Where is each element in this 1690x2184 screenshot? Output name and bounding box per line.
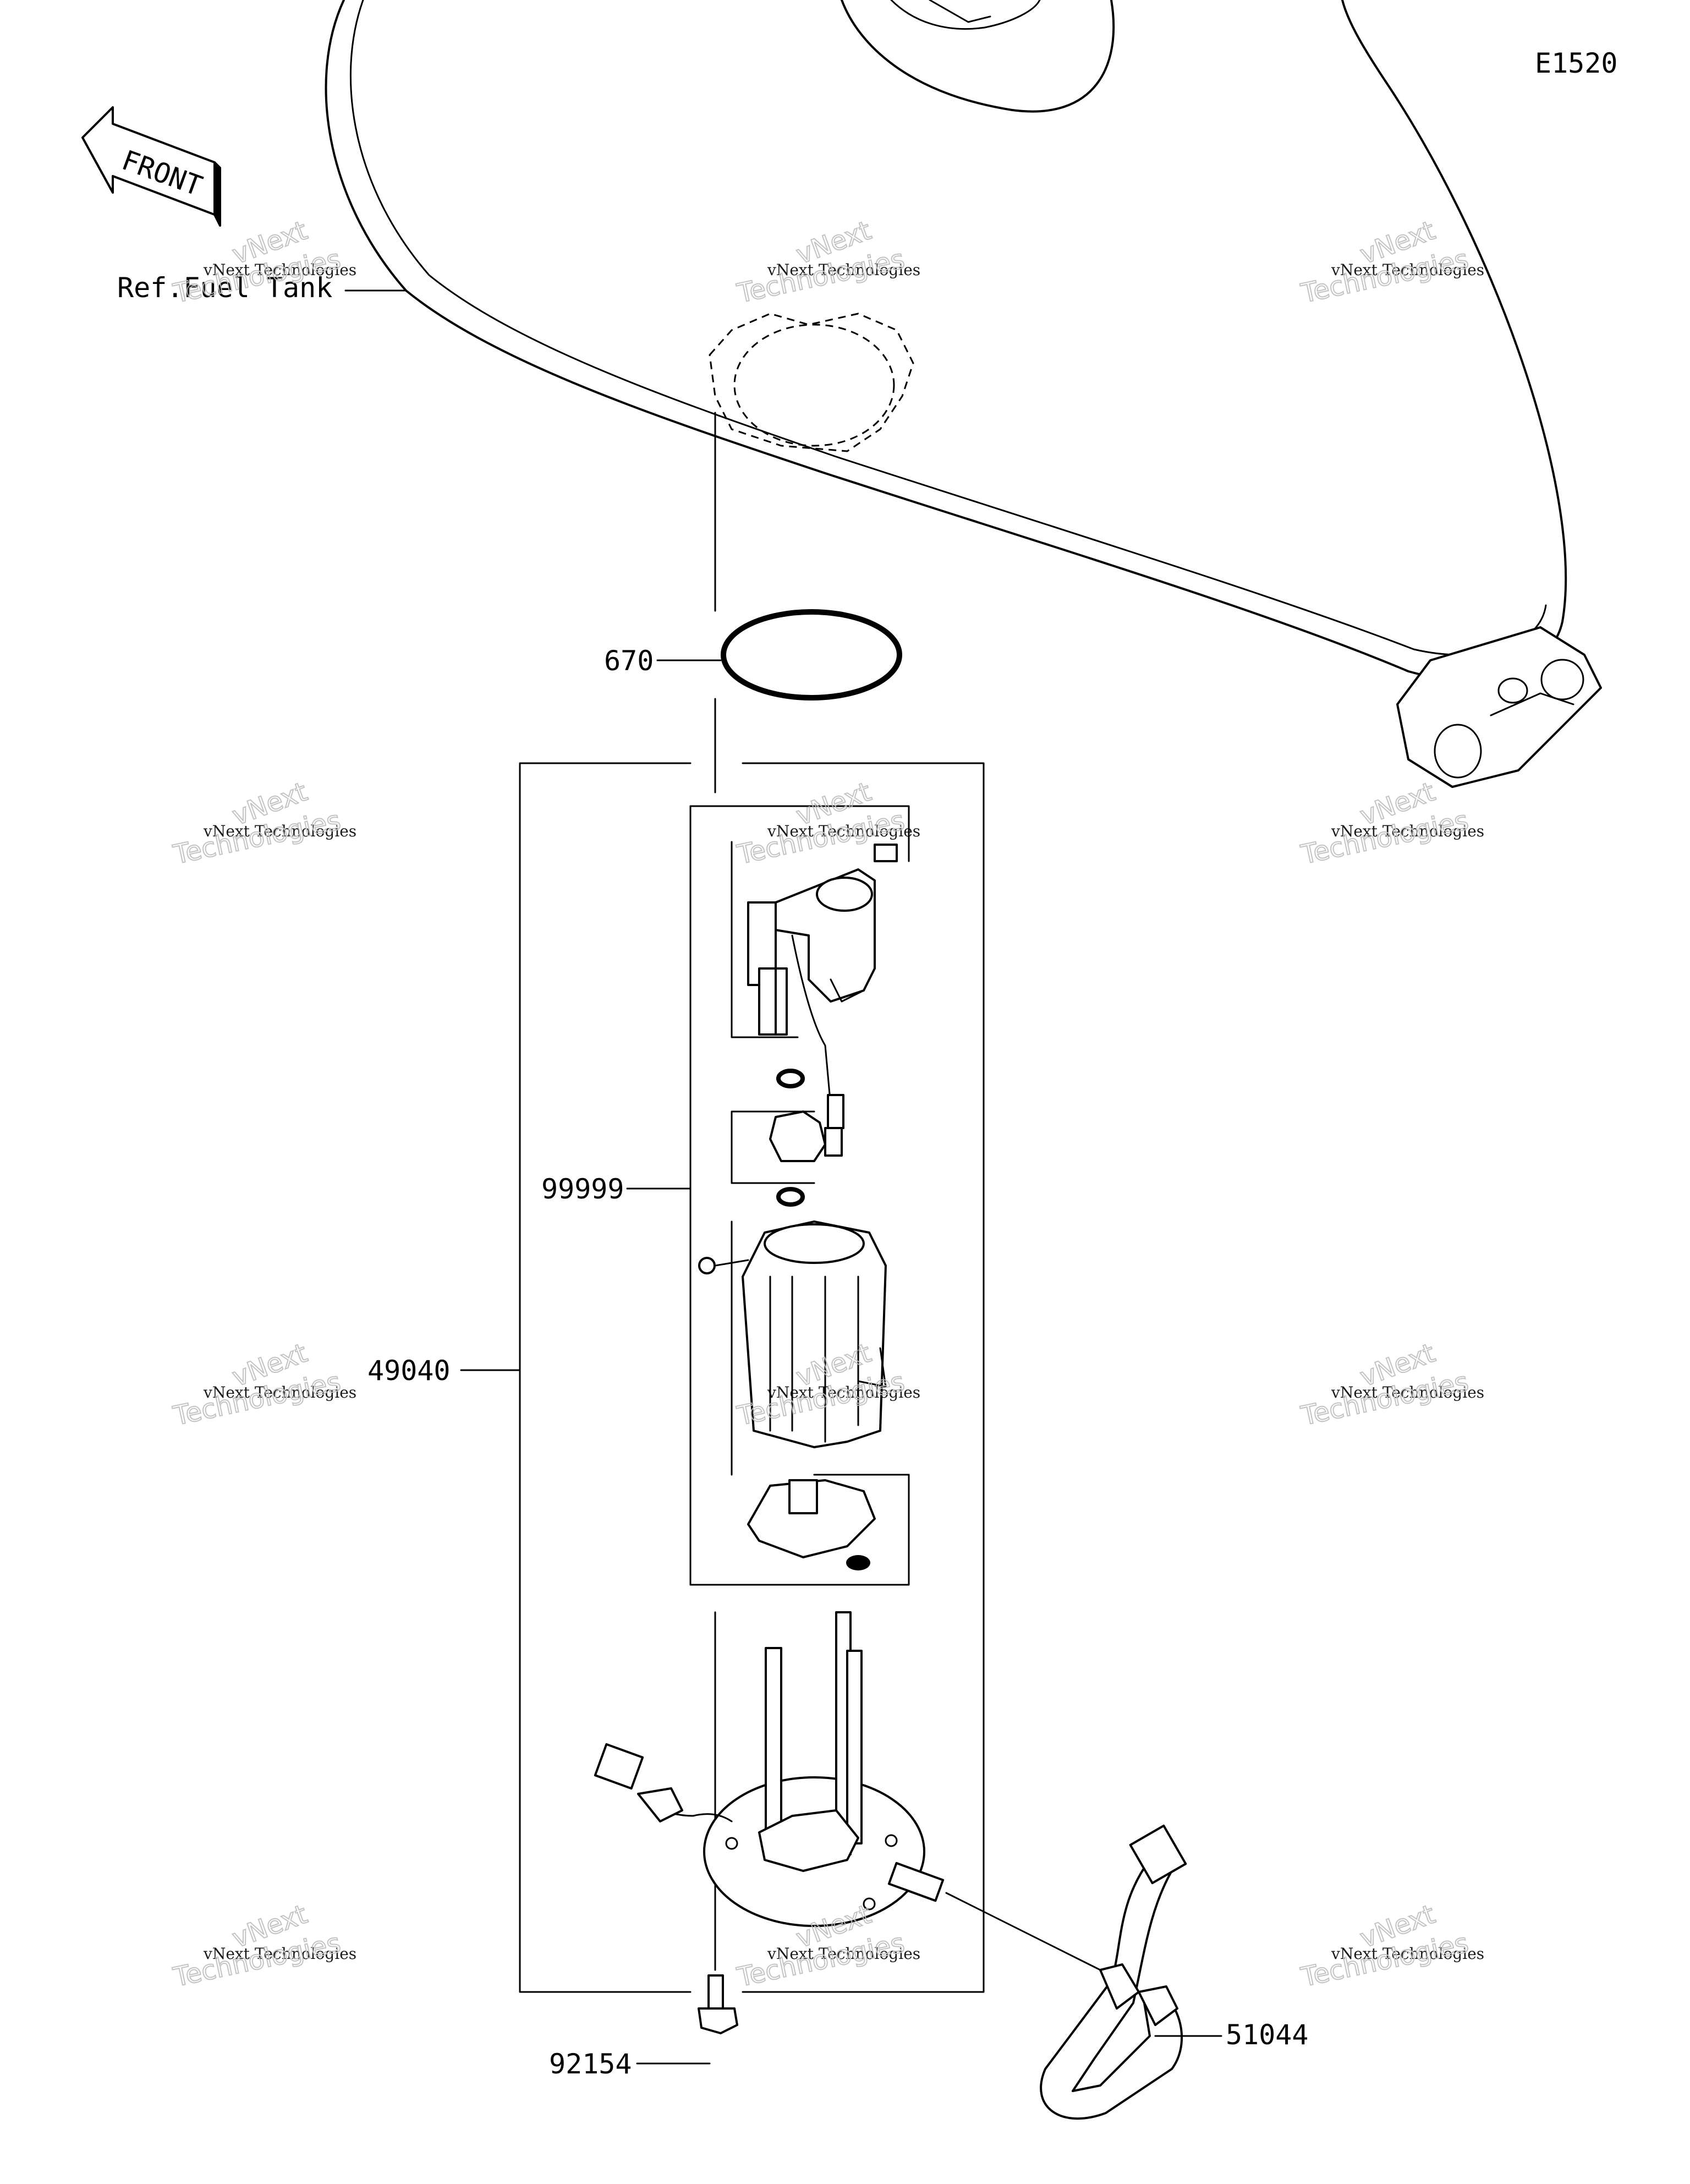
svg-text:vNext Technologies: vNext Technologies (767, 1383, 920, 1402)
part-label-51044: 51044 (1226, 2019, 1309, 2051)
diagram-code: E1520 (1535, 47, 1618, 79)
o-ring-670 (721, 609, 902, 700)
svg-text:vNext Technologies: vNext Technologies (1331, 261, 1484, 279)
pump-housing (698, 1220, 887, 1448)
svg-text:vNext Technologies: vNext Technologies (203, 1383, 356, 1402)
pump-filter (747, 1479, 876, 1570)
small-o-ring-lower (776, 1187, 805, 1207)
front-arrow-icon: FRONT (81, 106, 221, 227)
svg-text:vNext Technologies: vNext Technologies (1331, 822, 1484, 840)
pump-mount-outline (709, 313, 914, 452)
svg-text:vNext Technologies: vNext Technologies (767, 261, 920, 279)
pump-flange (594, 1611, 945, 1927)
part-label-99999: 99999 (541, 1173, 624, 1205)
svg-text:vNext Technologies: vNext Technologies (767, 822, 920, 840)
bolt-92154 (698, 1974, 738, 2034)
part-label-49040: 49040 (367, 1355, 451, 1387)
fuel-hose-51044 (945, 1824, 1187, 2120)
small-o-ring-upper (776, 1069, 805, 1088)
svg-text:vNext Technologies: vNext Technologies (767, 1945, 920, 1963)
svg-text:vNext Technologies: vNext Technologies (1331, 1383, 1484, 1402)
svg-text:vNext Technologies: vNext Technologies (203, 1945, 356, 1963)
fuel-tank (325, 0, 1602, 788)
part-label-670: 670 (604, 645, 654, 677)
watermarks: vNext Technologies vNext Technologies vN… (170, 215, 1484, 1994)
svg-text:vNext Technologies: vNext Technologies (203, 822, 356, 840)
part-label-92154: 92154 (549, 2048, 632, 2080)
fuel-pump-module (747, 844, 898, 1129)
svg-text:vNext Technologies: vNext Technologies (1331, 1945, 1484, 1963)
pressure-regulator (769, 1110, 843, 1162)
svg-text:vNext Technologies: vNext Technologies (203, 261, 356, 279)
ref-fuel-tank-label: Ref.Fuel Tank (117, 272, 332, 304)
